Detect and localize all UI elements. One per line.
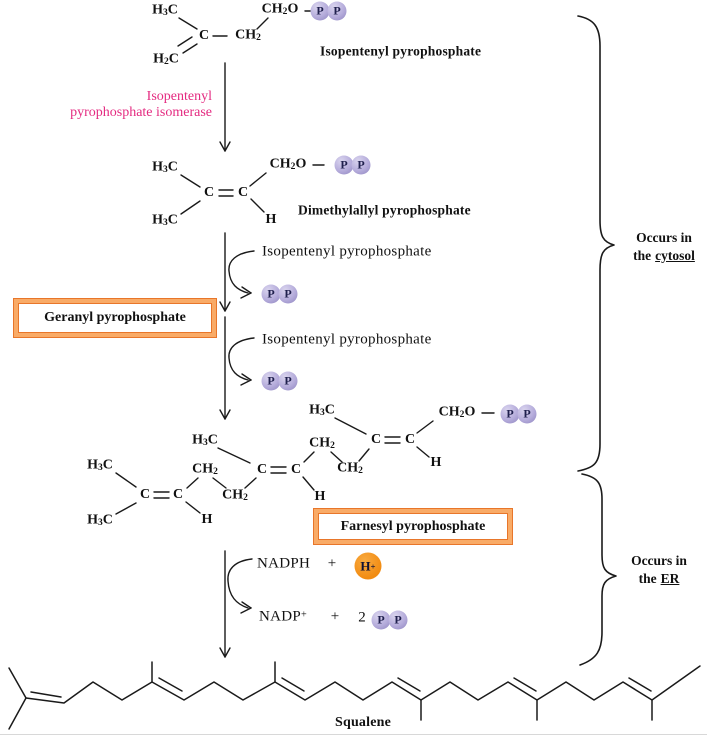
atom-label: CH2O [438,404,476,421]
enzyme-line1: Isopentenyl [146,89,212,104]
phosphate-icon: P [278,371,298,391]
er-brace [579,473,617,666]
atom-label: CH2 [309,435,335,452]
atom-label: C [370,432,382,447]
atom-label: CH2 [192,461,218,478]
enzyme-line2: pyrophosphate isomerase [70,104,212,120]
proton-icon: H+ [354,552,382,580]
atom-label: CH2 [222,487,248,504]
geranyl-pyrophosphate-box: Geranyl pyrophosphate [13,298,217,338]
atom-label: C [404,432,416,447]
molecule-name-ipp: Isopentenyl pyrophosphate [320,43,482,59]
phosphate-icon: P [310,1,330,21]
phosphate-icon: P [371,610,391,630]
pp-coefficient: 2 [358,609,366,626]
er-the: the [638,570,657,586]
branch-substrate-2: Isopentenyl pyrophosphate [262,331,432,348]
cytosol-the: the [633,247,652,263]
er-word: ER [660,570,680,586]
atom-label: H3C [152,2,178,19]
molecule-name-squalene: Squalene [334,715,392,730]
phosphate-icon: P [278,284,298,304]
atom-label: H3C [87,457,113,474]
phosphate-icon: P [334,155,354,175]
atom-label: C [203,185,215,200]
phosphate-icon: P [517,404,537,424]
molecule-name-dmapp: Dimethylallyl pyrophosphate [298,202,471,218]
atom-label: H [201,512,213,527]
cytosol-line1: Occurs in [636,230,692,245]
atom-label: H3C [309,402,335,419]
arrow-isomerase [219,62,231,152]
phosphate-icon: P [500,404,520,424]
ipp-bonds [177,10,312,54]
enzyme-label: Isopentenyl pyrophosphate isomerase [18,89,212,120]
plus-sign: + [327,555,337,572]
cytosol-word: cytosol [655,247,695,263]
atom-label: C [237,185,249,200]
atom-label: CH2O [261,1,299,18]
er-line1: Occurs in [631,553,687,568]
atom-label: H [430,455,442,470]
atom-label: H [265,212,277,227]
phosphate-icon: P [388,610,408,630]
arrow-condensation-1 [219,232,255,312]
atom-label: H [314,489,326,504]
atom-label: H3C [87,512,113,529]
phosphate-icon: P [261,371,281,391]
nadph-label: NADPH [257,555,311,572]
phosphate-icon: P [351,155,371,175]
atom-label: H2C [153,51,179,68]
atom-label: C [198,28,210,43]
atom-label: CH2O [269,156,307,173]
atom-label: C [139,487,151,502]
atom-label: CH2 [235,27,261,44]
atom-label: H3C [152,212,178,229]
atom-label: H3C [192,432,218,449]
atom-label: C [256,462,268,477]
farnesyl-pyrophosphate-box: Farnesyl pyrophosphate [313,508,513,545]
atom-label: H3C [152,159,178,176]
atom-label: CH2 [337,460,363,477]
phosphate-icon: P [327,1,347,21]
branch-substrate-1: Isopentenyl pyrophosphate [262,243,432,260]
arrow-reduction [219,550,253,658]
squalene-structure [8,661,701,730]
plus-sign: + [330,608,340,625]
nadp-label: NADP+ [259,608,308,625]
cytosol-brace [577,15,615,472]
arrow-condensation-2 [219,316,255,420]
fpp-bonds [115,412,495,515]
phosphate-icon: P [261,284,281,304]
atom-label: C [290,462,302,477]
dmapp-bonds [180,164,325,215]
atom-label: C [172,487,184,502]
